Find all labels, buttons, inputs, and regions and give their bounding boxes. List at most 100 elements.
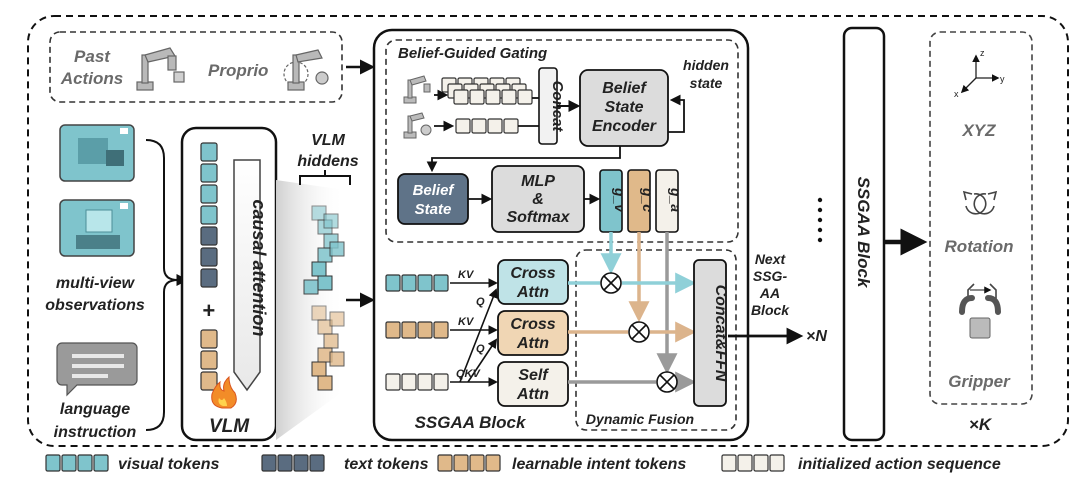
axis-y-label: y [1000, 74, 1005, 84]
legend-text-swatch [261, 454, 325, 472]
gate-v-label: g_v [612, 187, 628, 213]
input-brace [145, 139, 179, 431]
observations-label-1: multi-view [56, 275, 136, 292]
hiddens-visual-stack [303, 205, 345, 295]
hiddens-intent-stack [311, 305, 345, 391]
gripper-icon [959, 283, 1001, 339]
self-attn-label-1: Self [518, 367, 549, 384]
legend-intent-swatch [437, 454, 501, 472]
belief-encoder-box [579, 69, 669, 147]
causal-attention-label: causal attention [249, 199, 269, 336]
belief-gating-frame [385, 39, 739, 243]
instruction-label-1: language [60, 401, 130, 418]
next-block-label-3: AA [759, 285, 780, 301]
mlp-label-3: Softmax [506, 209, 570, 226]
ssgaa-stack-label: SSGAA Block [854, 177, 873, 289]
proprio-frame [49, 31, 343, 103]
xyz-axes-icon [960, 54, 1000, 94]
vlm-token-column [200, 142, 218, 391]
hiddens-bracket [299, 170, 351, 185]
ssgaa-block-title: SSGAA Block [415, 413, 527, 432]
legend-visual-label: visual tokens [118, 456, 219, 473]
legend-text-label: text tokens [344, 456, 429, 473]
proprio-robot-icon [283, 49, 329, 91]
rotation-icon [962, 190, 998, 215]
ellipsis-dots [817, 197, 823, 243]
times-n-label: ×N [806, 328, 827, 345]
past-actions-label-2: Actions [60, 69, 123, 88]
intent-token-row [385, 321, 449, 339]
vlm-plus-sign: + [202, 298, 215, 323]
cross-attn-visual-label-1: Cross [510, 265, 555, 282]
hidden-state-label-1: hidden [683, 57, 729, 73]
vlm-title: VLM [209, 416, 250, 437]
gripper-label: Gripper [948, 372, 1011, 391]
multiply-node-v [600, 272, 622, 294]
gate-c-label: g_c [640, 187, 656, 212]
legend-action-swatch [721, 454, 785, 472]
cross-attn-intent-label-1: Cross [510, 316, 555, 333]
concat-ffn-box [693, 259, 727, 407]
belief-state-label-1: Belief [413, 182, 456, 199]
observation-image-1 [59, 124, 135, 182]
dynamic-fusion-frame [575, 249, 737, 431]
axis-z-label: z [980, 48, 985, 58]
xyz-label: XYZ [961, 121, 996, 140]
multiply-node-a [656, 371, 678, 393]
proprio-label: Proprio [208, 61, 268, 80]
encoder-label-3: Encoder [592, 118, 657, 135]
kv-label-2: KV [458, 316, 475, 328]
belief-state-label-2: State [415, 201, 452, 218]
flame-icon [211, 375, 237, 409]
causal-attention-arrow [233, 159, 261, 392]
encoder-label-2: State [604, 99, 643, 116]
gating-past-tokens [441, 77, 533, 105]
hidden-state-label-2: state [690, 75, 723, 91]
gating-proprio-icon [403, 112, 432, 139]
gating-proprio-tokens [455, 118, 519, 134]
times-k-label: ×K [969, 415, 993, 434]
legend-visual-swatch [45, 454, 109, 472]
kv-label-1: KV [458, 269, 475, 281]
q-label-2: Q [476, 343, 485, 355]
mlp-label-1: MLP [521, 173, 555, 190]
vlm-hiddens-label-1: VLM [311, 132, 345, 149]
mlp-label-2: & [532, 191, 544, 208]
visual-token-row [385, 274, 449, 292]
q-label-1: Q [476, 296, 485, 308]
next-block-label-4: Block [751, 302, 790, 318]
rotation-label: Rotation [945, 237, 1014, 256]
qkv-label: QKV [456, 368, 482, 380]
instruction-label-2: instruction [54, 424, 137, 441]
encoder-label-1: Belief [602, 80, 647, 97]
belief-gating-title: Belief-Guided Gating [398, 45, 547, 62]
vlm-hiddens-label-2: hiddens [297, 153, 358, 170]
legend: visual tokens text tokens learnable inte… [45, 454, 1001, 473]
observation-image-2 [59, 199, 135, 257]
observations-label-2: observations [45, 297, 145, 314]
axis-x-label: x [954, 89, 959, 99]
outer-frame [27, 15, 1069, 447]
encoder-to-belief-arrow [426, 146, 621, 173]
output-frame [929, 31, 1033, 405]
ssgaa-stack-block [842, 26, 886, 442]
hidden-state-loop-arrow [668, 94, 685, 133]
robot-arm-icon [136, 47, 185, 91]
gate-a-label: g_a [668, 187, 684, 212]
action-token-row [385, 373, 449, 391]
legend-action-label: initialized action sequence [798, 456, 1001, 473]
self-attn-label-2: Attn [516, 386, 549, 403]
legend-intent-label: learnable intent tokens [512, 456, 686, 473]
attention-input-arrows [450, 278, 498, 387]
